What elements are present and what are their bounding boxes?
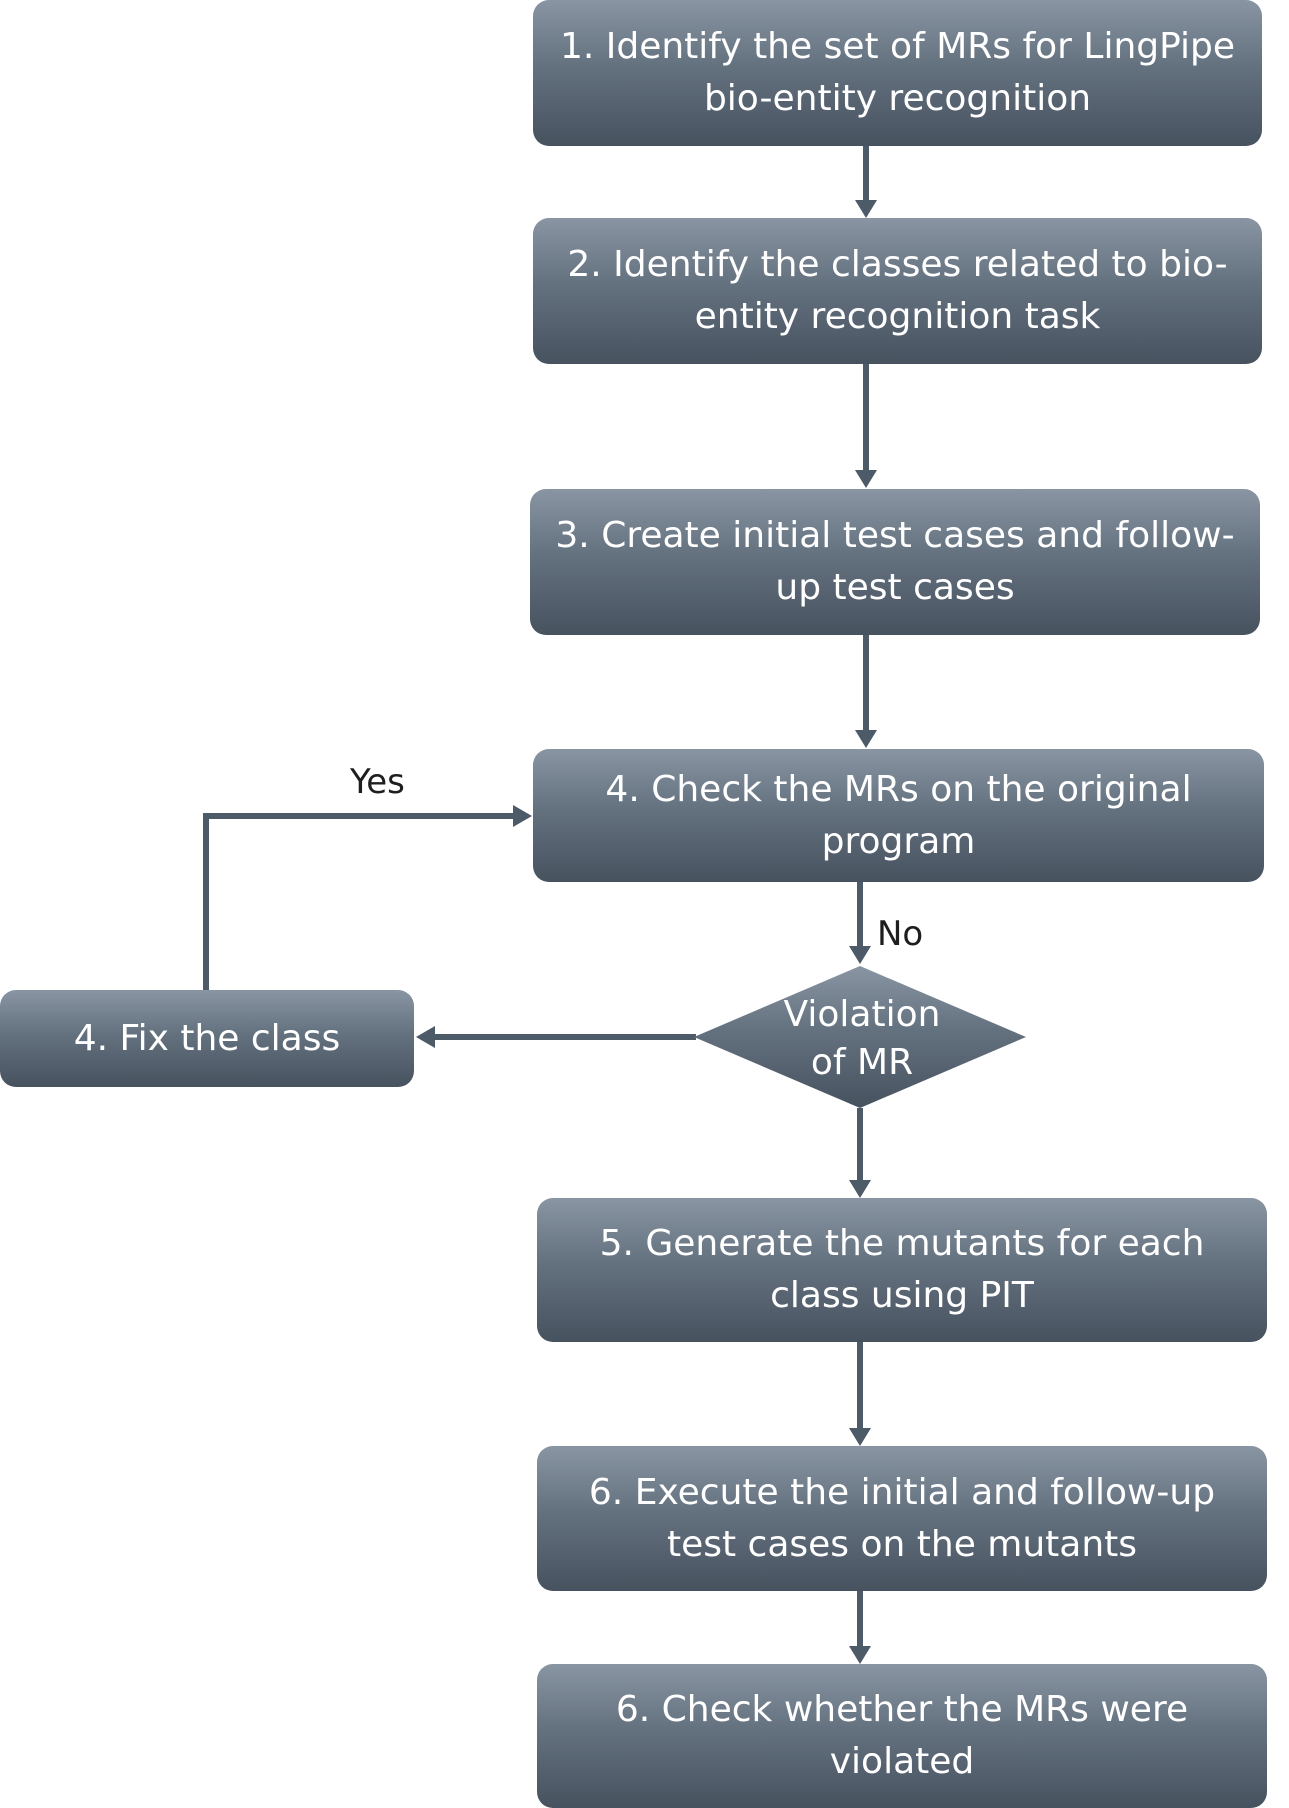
decision-text: Violation of MR (752, 991, 972, 1087)
arrowhead-step2 (855, 200, 877, 218)
step4-fix-label: 4. Fix the class (73, 1017, 341, 1059)
arrowhead-decision (849, 946, 871, 964)
arrowhead-step4 (855, 730, 877, 748)
arrowhead-step6 (849, 1428, 871, 1446)
arrowhead-step5 (849, 1180, 871, 1198)
step2-box: 2. Identify the classes related to bio-e… (533, 218, 1262, 364)
step4-check-box: 4. Check the MRs on the original program (533, 749, 1264, 882)
arrowhead-step4-loop (513, 805, 532, 827)
edge-label-yes: Yes (350, 762, 405, 802)
arrowhead-fix (416, 1026, 435, 1048)
arrowhead-step3 (855, 470, 877, 488)
decision-line2: of MR (810, 1042, 914, 1083)
step5-box: 5. Generate the mutants for each class u… (537, 1198, 1267, 1342)
step6-check-box: 6. Check whether the MRs were violated (537, 1664, 1267, 1808)
step5-label: 5. Generate the mutants for each class u… (599, 1223, 1205, 1316)
arrowhead-step6b (849, 1646, 871, 1664)
arrow-fix-to-step4 (203, 813, 513, 990)
decision-line1: Violation (783, 994, 941, 1035)
step2-label: 2. Identify the classes related to bio-e… (567, 244, 1228, 337)
step6-check-label: 6. Check whether the MRs were violated (615, 1689, 1189, 1782)
step6-execute-label: 6. Execute the initial and follow-up tes… (588, 1471, 1216, 1565)
edge-label-no: No (877, 914, 924, 954)
step3-label: 3. Create initial test cases and follow-… (555, 515, 1235, 608)
step6-execute-box: 6. Execute the initial and follow-up tes… (537, 1446, 1267, 1591)
step4-fix-box: 4. Fix the class (0, 990, 414, 1087)
step1-label: 1. Identify the set of MRs for LingPipe … (559, 26, 1236, 119)
decision-diamond (694, 966, 1026, 1108)
step3-box: 3. Create initial test cases and follow-… (530, 489, 1260, 635)
step1-box: 1. Identify the set of MRs for LingPipe … (533, 0, 1262, 146)
step4-check-label: 4. Check the MRs on the original program (605, 768, 1192, 862)
